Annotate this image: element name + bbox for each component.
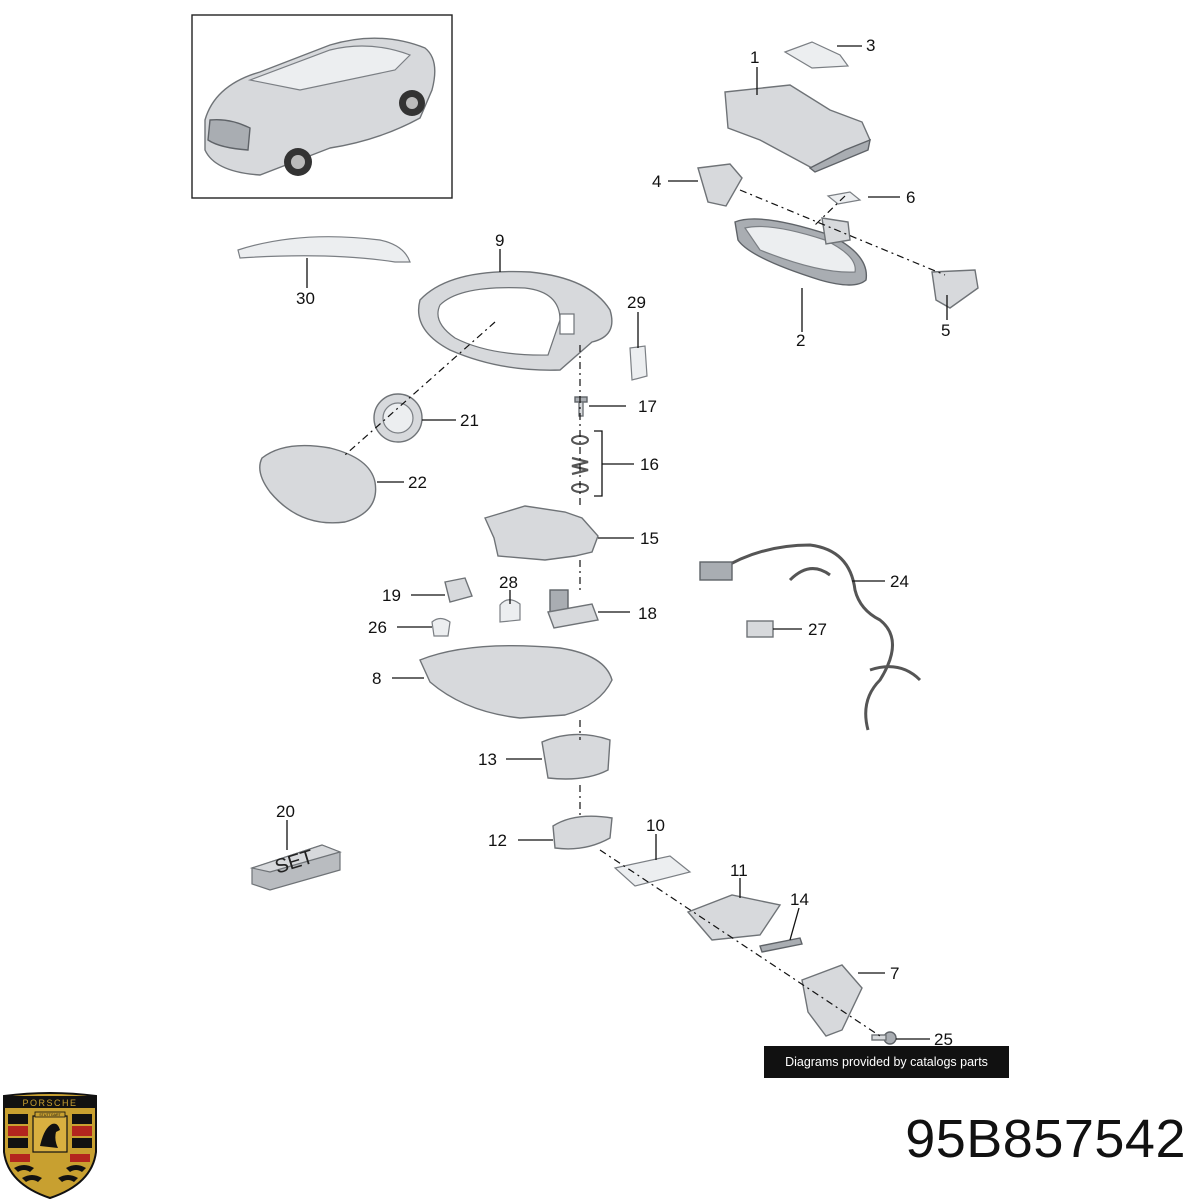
callout-6: 6	[906, 188, 915, 207]
callout-18: 18	[638, 604, 657, 623]
part-10-shape	[613, 855, 692, 887]
part-7-shape	[801, 964, 863, 1037]
part-25-shape	[871, 1031, 897, 1045]
callout-22: 22	[408, 473, 427, 492]
part-28-shape	[499, 599, 521, 623]
callout-26: 26	[368, 618, 387, 637]
callout-2: 2	[796, 331, 805, 350]
callout-1: 1	[750, 48, 759, 67]
part-14-shape	[759, 937, 803, 953]
callout-27: 27	[808, 620, 827, 639]
callout-16: 16	[640, 455, 659, 474]
part-15-shape	[484, 505, 599, 561]
part-13-shape	[541, 733, 611, 780]
callout-13: 13	[478, 750, 497, 769]
part-29-shape	[629, 345, 648, 381]
callout-17: 17	[638, 397, 657, 416]
porsche-crest-logo: PORSCHE STUTTGART	[3, 1092, 97, 1200]
credit-banner: Diagrams provided by catalogs parts	[764, 1046, 1009, 1078]
callout-3: 3	[866, 36, 875, 55]
svg-text:STUTTGART: STUTTGART	[39, 1113, 61, 1117]
part-24-shape	[719, 543, 922, 731]
leader-lines	[286, 45, 948, 1040]
callout-5: 5	[941, 321, 950, 340]
callout-15: 15	[640, 529, 659, 548]
part-21-shape	[373, 393, 423, 443]
callout-labels: 1 2 3 4 5 6 7 8 9 10 11 12 13 14 15 16 1…	[276, 36, 953, 1049]
part-11-shape	[686, 894, 782, 941]
part-2-shape	[734, 217, 868, 286]
assembly-lines	[344, 189, 946, 1037]
callout-8: 8	[372, 669, 381, 688]
callout-29: 29	[627, 293, 646, 312]
callout-7: 7	[890, 964, 899, 983]
part-12-shape	[552, 815, 613, 850]
callout-14: 14	[790, 890, 809, 909]
callout-4: 4	[652, 172, 661, 191]
part-22-shape	[259, 444, 377, 524]
vehicle-thumbnail	[191, 14, 453, 199]
callout-28: 28	[499, 573, 518, 592]
callout-11: 11	[730, 861, 748, 880]
part-27-shape	[746, 620, 774, 638]
part-24-connector-shape	[699, 561, 733, 581]
part-6-shape	[826, 191, 862, 205]
part-9-shape	[418, 270, 613, 371]
callout-12: 12	[488, 831, 507, 850]
callout-9: 9	[495, 231, 504, 250]
part-5-shape	[931, 269, 979, 309]
part-3-shape	[783, 41, 850, 69]
part-1-shape	[724, 84, 871, 173]
part-number: 95B857542	[905, 1109, 1186, 1169]
part-18-shape	[547, 589, 599, 629]
callout-19: 19	[382, 586, 401, 605]
part-26-shape	[431, 617, 451, 637]
part-20-set-box: SET	[249, 844, 342, 891]
part-19-shape	[444, 577, 473, 603]
callout-24: 24	[890, 572, 909, 591]
callout-10: 10	[646, 816, 665, 835]
callout-30: 30	[296, 289, 315, 308]
part-17-shape	[574, 396, 588, 417]
callout-20: 20	[276, 802, 295, 821]
svg-text:PORSCHE: PORSCHE	[22, 1098, 77, 1108]
callout-25: 25	[934, 1030, 953, 1049]
part-8-shape	[419, 645, 613, 719]
part-30-shape	[237, 236, 411, 263]
part-4-shape	[697, 163, 743, 207]
callout-21: 21	[460, 411, 479, 430]
